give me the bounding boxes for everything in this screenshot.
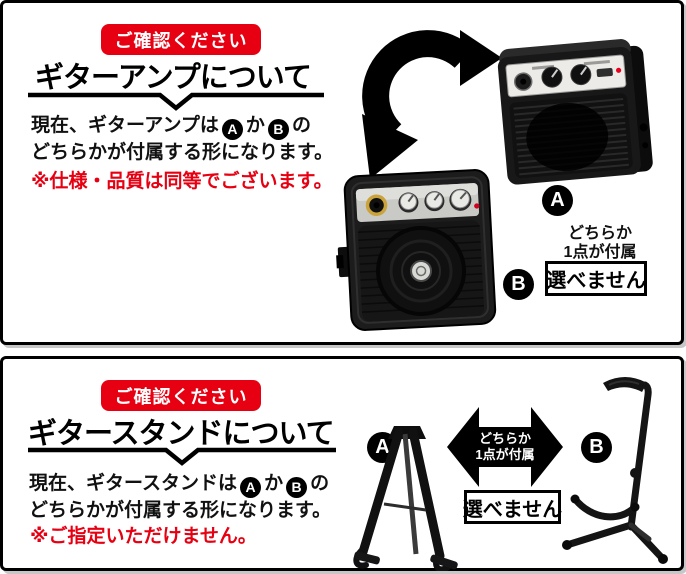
body-text: か [264,473,284,494]
option-a-inline-badge: A [221,118,243,140]
caution-note: ※仕様・品質は同等でございます。 [31,171,333,192]
no-choice-box: 選べません [463,490,562,524]
title-underline-notch-icon [28,92,324,111]
option-a-inline-badge: A [240,476,262,498]
included-note: どちらか 1点が付属 [546,224,654,262]
body-text: の [291,115,311,136]
body-text: か [245,115,265,136]
included-note-line2: 1点が付属 [563,244,637,261]
no-choice-box: 選べません [545,261,647,296]
arrow-included-note: どちらか 1点が付属 [445,402,565,492]
caution-note: ※ご指定いただけません。 [30,526,257,547]
included-note-line1: どちらか [567,225,632,242]
swap-arrow-icon [362,30,502,179]
confirm-badge: ご確認ください [101,380,261,411]
arrow-included-line2: 1点が付属 [475,447,535,462]
panel-title: ギターアンプについて [35,62,312,94]
amp-b-photo [336,169,497,331]
photo-label-a: A [542,185,573,216]
both-ways-arrow: どちらか 1点が付属 [445,402,565,492]
body-text-line2: どちらかが付属する形になります。 [31,142,334,163]
option-b-inline-badge: B [286,476,308,498]
amp-a-photo [497,39,653,185]
confirm-badge: ご確認ください [101,24,261,55]
body-text: 現在、ギタースタンドは [29,473,238,494]
body-text: の [310,473,330,494]
arrow-included-line1: どちらか [478,431,531,446]
body-text: 現在、ギターアンプは [31,115,219,136]
title-underline-notch-icon [28,447,336,466]
stand-b-photo [562,377,668,564]
photo-label-b: B [503,269,534,300]
photo-label-b: B [581,432,612,463]
panel-title: ギタースタンドについて [28,418,335,450]
option-b-inline-badge: B [267,118,289,140]
body-text-line2: どちらかが付属する形になります。 [29,500,332,521]
stand-a-photo [353,426,458,571]
both-ways-arrow-icon [447,407,563,487]
